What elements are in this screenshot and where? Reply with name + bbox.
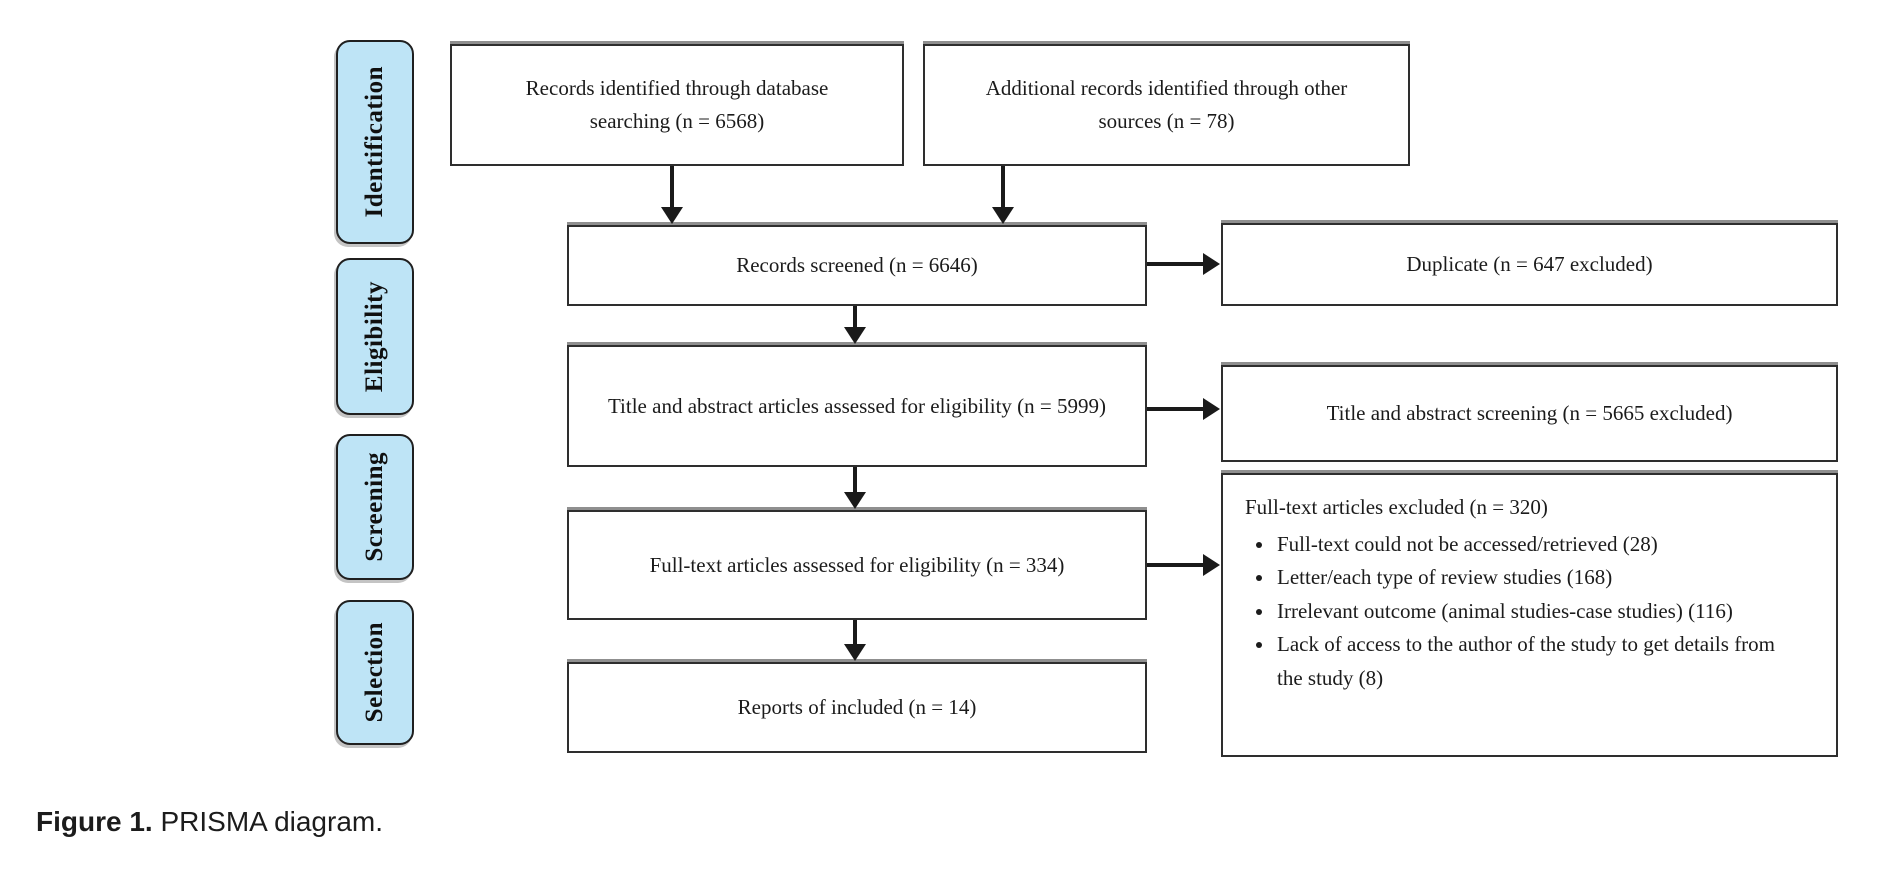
box-title-abstract-assessed: Title and abstract articles assessed for… bbox=[567, 345, 1147, 467]
box-records-identified-database-text: Records identified through database sear… bbox=[525, 76, 829, 133]
excluded-reason-author-access: Lack of access to the author of the stud… bbox=[1275, 628, 1780, 695]
stage-selection-label: Selection bbox=[361, 622, 388, 723]
stage-screening-label: Screening bbox=[361, 452, 388, 562]
arrow-other-to-screened bbox=[1001, 166, 1005, 208]
figure-caption: Figure 1. PRISMA diagram. bbox=[36, 806, 383, 838]
stage-eligibility-label: Eligibility bbox=[361, 280, 388, 393]
box-title-abstract-screening-excluded-text: Title and abstract screening (n = 5665 e… bbox=[1326, 401, 1733, 426]
figure-caption-label: Figure 1. bbox=[36, 806, 153, 837]
excluded-reason-access: Full-text could not be accessed/retrieve… bbox=[1275, 528, 1780, 562]
box-reports-included-text: Reports of included (n = 14) bbox=[737, 695, 977, 720]
fulltext-excluded-reasons: Full-text could not be accessed/retrieve… bbox=[1245, 528, 1780, 696]
box-records-screened-text: Records screened (n = 6646) bbox=[736, 253, 978, 278]
fulltext-excluded-title: Full-text articles excluded (n = 320) bbox=[1245, 495, 1548, 519]
arrow-database-to-screened bbox=[670, 166, 674, 208]
box-duplicate-excluded: Duplicate (n = 647 excluded) bbox=[1221, 223, 1838, 306]
box-additional-records: Additional records identified through ot… bbox=[923, 44, 1410, 166]
stage-identification: Identification bbox=[336, 40, 414, 244]
stage-eligibility: Eligibility bbox=[336, 258, 414, 415]
stage-screening: Screening bbox=[336, 434, 414, 580]
arrow-screened-to-duplicate bbox=[1147, 262, 1204, 266]
arrow-title-abstract-to-fulltext bbox=[853, 467, 857, 493]
box-reports-included: Reports of included (n = 14) bbox=[567, 662, 1147, 753]
stage-identification-label: Identification bbox=[361, 66, 388, 218]
stage-selection: Selection bbox=[336, 600, 414, 745]
box-duplicate-excluded-text: Duplicate (n = 647 excluded) bbox=[1406, 252, 1653, 277]
box-records-screened: Records screened (n = 6646) bbox=[567, 225, 1147, 306]
box-fulltext-excluded: Full-text articles excluded (n = 320) Fu… bbox=[1221, 473, 1838, 757]
box-fulltext-assessed-text: Full-text articles assessed for eligibil… bbox=[649, 552, 1065, 577]
box-additional-records-text: Additional records identified through ot… bbox=[985, 76, 1348, 133]
box-title-abstract-screening-excluded: Title and abstract screening (n = 5665 e… bbox=[1221, 365, 1838, 462]
box-records-identified-database: Records identified through database sear… bbox=[450, 44, 904, 166]
excluded-reason-letter-review: Letter/each type of review studies (168) bbox=[1275, 561, 1780, 595]
arrow-screened-to-title-abstract bbox=[853, 306, 857, 328]
figure-caption-text: PRISMA diagram. bbox=[160, 806, 384, 837]
box-title-abstract-assessed-text: Title and abstract articles assessed for… bbox=[607, 393, 1107, 418]
arrow-title-abstract-to-screening-excluded bbox=[1147, 407, 1204, 411]
arrow-fulltext-to-excluded bbox=[1147, 563, 1204, 567]
excluded-reason-irrelevant-outcome: Irrelevant outcome (animal studies-case … bbox=[1275, 595, 1780, 629]
arrow-fulltext-to-included bbox=[853, 620, 857, 645]
box-fulltext-assessed: Full-text articles assessed for eligibil… bbox=[567, 510, 1147, 620]
